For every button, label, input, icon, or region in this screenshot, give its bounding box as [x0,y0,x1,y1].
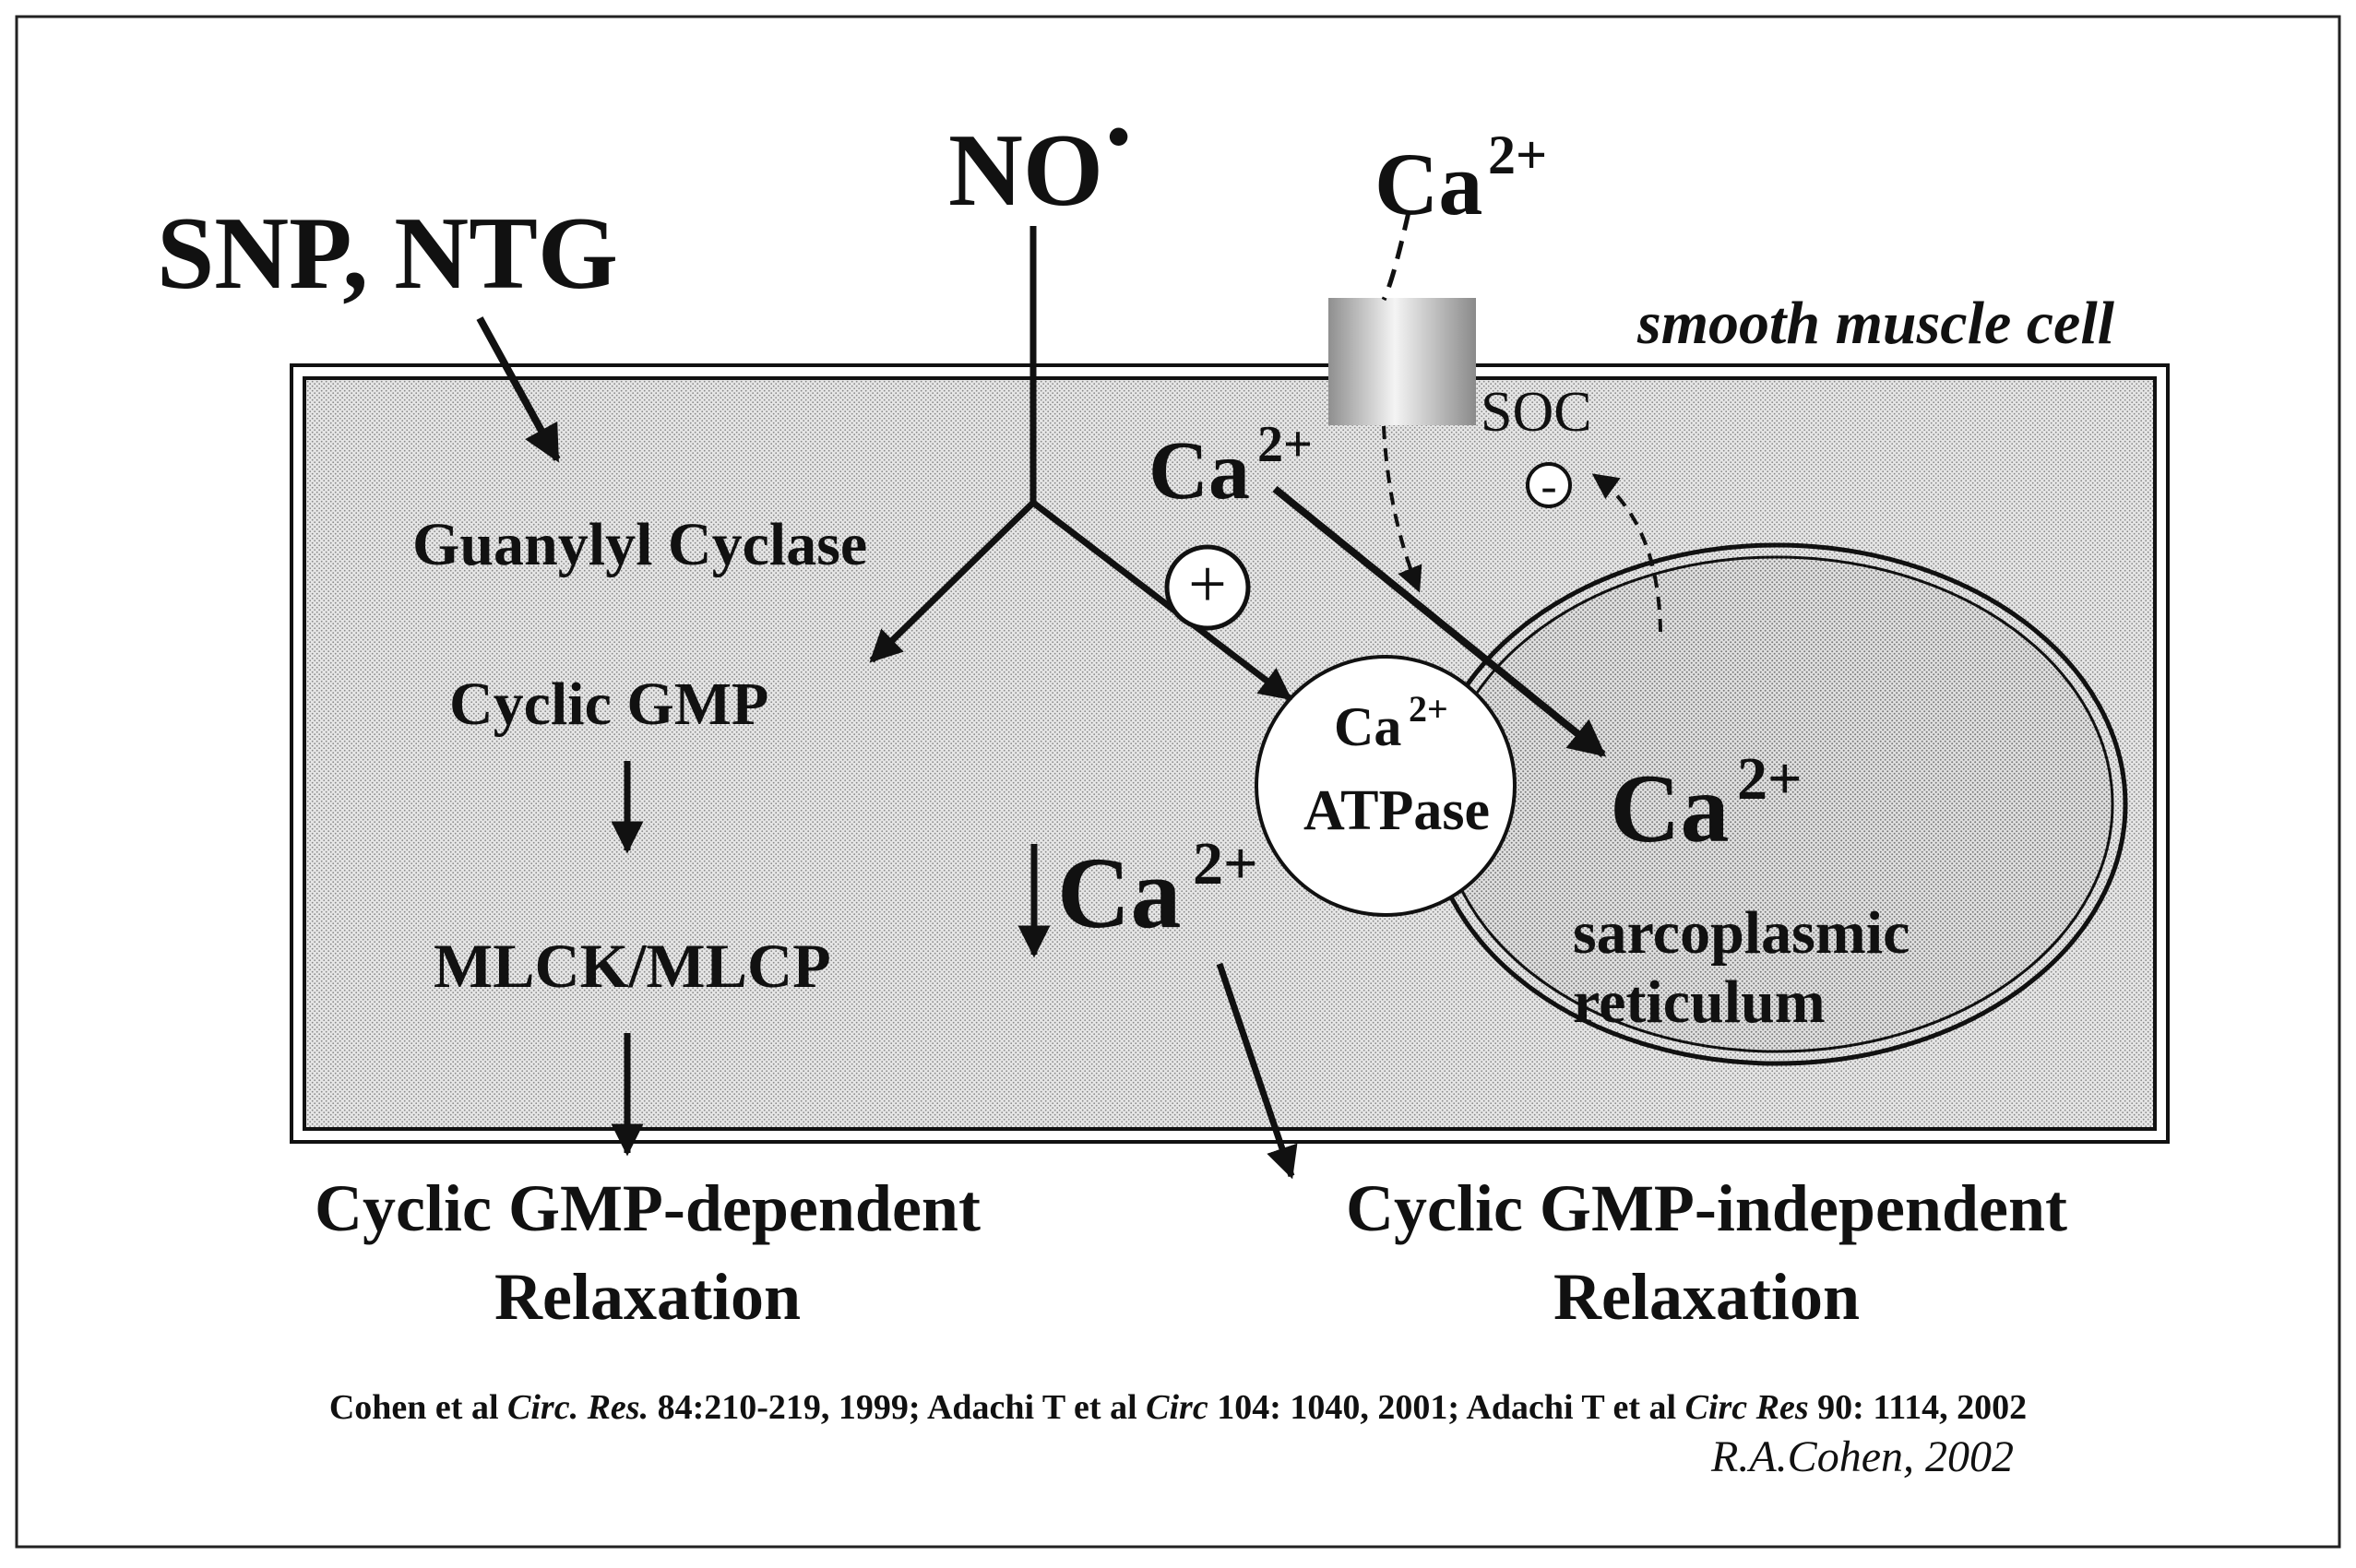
decreased-ca-label: Ca 2+ [1057,830,1258,949]
inhibition-symbol: - [1526,460,1572,513]
svg-text:•: • [1107,100,1130,173]
svg-text:2+: 2+ [1193,830,1258,897]
svg-text:2+: 2+ [1488,125,1547,185]
svg-text:Ca: Ca [1610,754,1730,862]
no-radical-label: NO • [948,100,1130,228]
dependent-relaxation-label: Relaxation [494,1260,801,1334]
snp-ntg-label: SNP, NTG [157,196,618,311]
pathway-arrows [476,211,1662,1180]
cytosolic-ca-label: Ca 2+ [1148,416,1313,517]
soc-channel [1328,298,1476,425]
cell-label: smooth muscle cell [1636,290,2115,357]
ca-uptake-arrow [1272,485,1607,758]
cgmp-independent-label: Cyclic GMP-independent [1346,1171,2067,1245]
cgmp-dependent-label: Cyclic GMP-dependent [315,1171,981,1245]
stimulation-symbol: + [1164,544,1251,631]
sr-ca-label: Ca 2+ [1610,745,1803,862]
svg-text:Ca: Ca [1374,135,1482,233]
svg-text:2+: 2+ [1257,416,1313,473]
sr-label-line2: reticulum [1573,968,1826,1036]
svg-text:ATPase: ATPase [1303,779,1490,842]
sr-feedback-dashed-arrow [1591,473,1662,633]
svg-text:2+: 2+ [1737,745,1803,813]
snp-arrow [476,316,561,463]
svg-text:Ca: Ca [1148,425,1250,517]
plus-sign: + [1188,547,1227,623]
citation-text: Cohen et al Circ. Res. 84:210-219, 1999;… [329,1388,2027,1427]
mlck-mlcp-label: MLCK/MLCP [434,931,831,1001]
cyclic-gmp-label: Cyclic GMP [449,671,768,738]
soc-label: SOC [1481,381,1592,444]
minus-sign: - [1541,460,1556,513]
extracellular-ca-label: Ca 2+ [1374,125,1547,233]
no-to-atpase-arrow [1030,500,1292,701]
svg-text:Ca: Ca [1057,837,1181,949]
author-credit: R.A.Cohen, 2002 [1710,1432,2014,1481]
ca-atpase-pump [1255,655,1517,917]
guanylyl-cyclase-label: Guanylyl Cyclase [412,511,867,578]
ca-entry-dashed-line [1381,211,1411,302]
sr-label-line1: sarcoplasmic [1573,899,1910,967]
atpase-label: Ca 2+ ATPase [1303,688,1490,842]
independent-relaxation-label: Relaxation [1553,1260,1860,1334]
no-to-cgmp-arrow [869,500,1036,663]
svg-text:2+: 2+ [1409,688,1448,730]
ca-to-independent-relaxation-arrow [1216,962,1298,1180]
svg-text:NO: NO [948,113,1103,228]
svg-text:Ca: Ca [1334,696,1401,757]
